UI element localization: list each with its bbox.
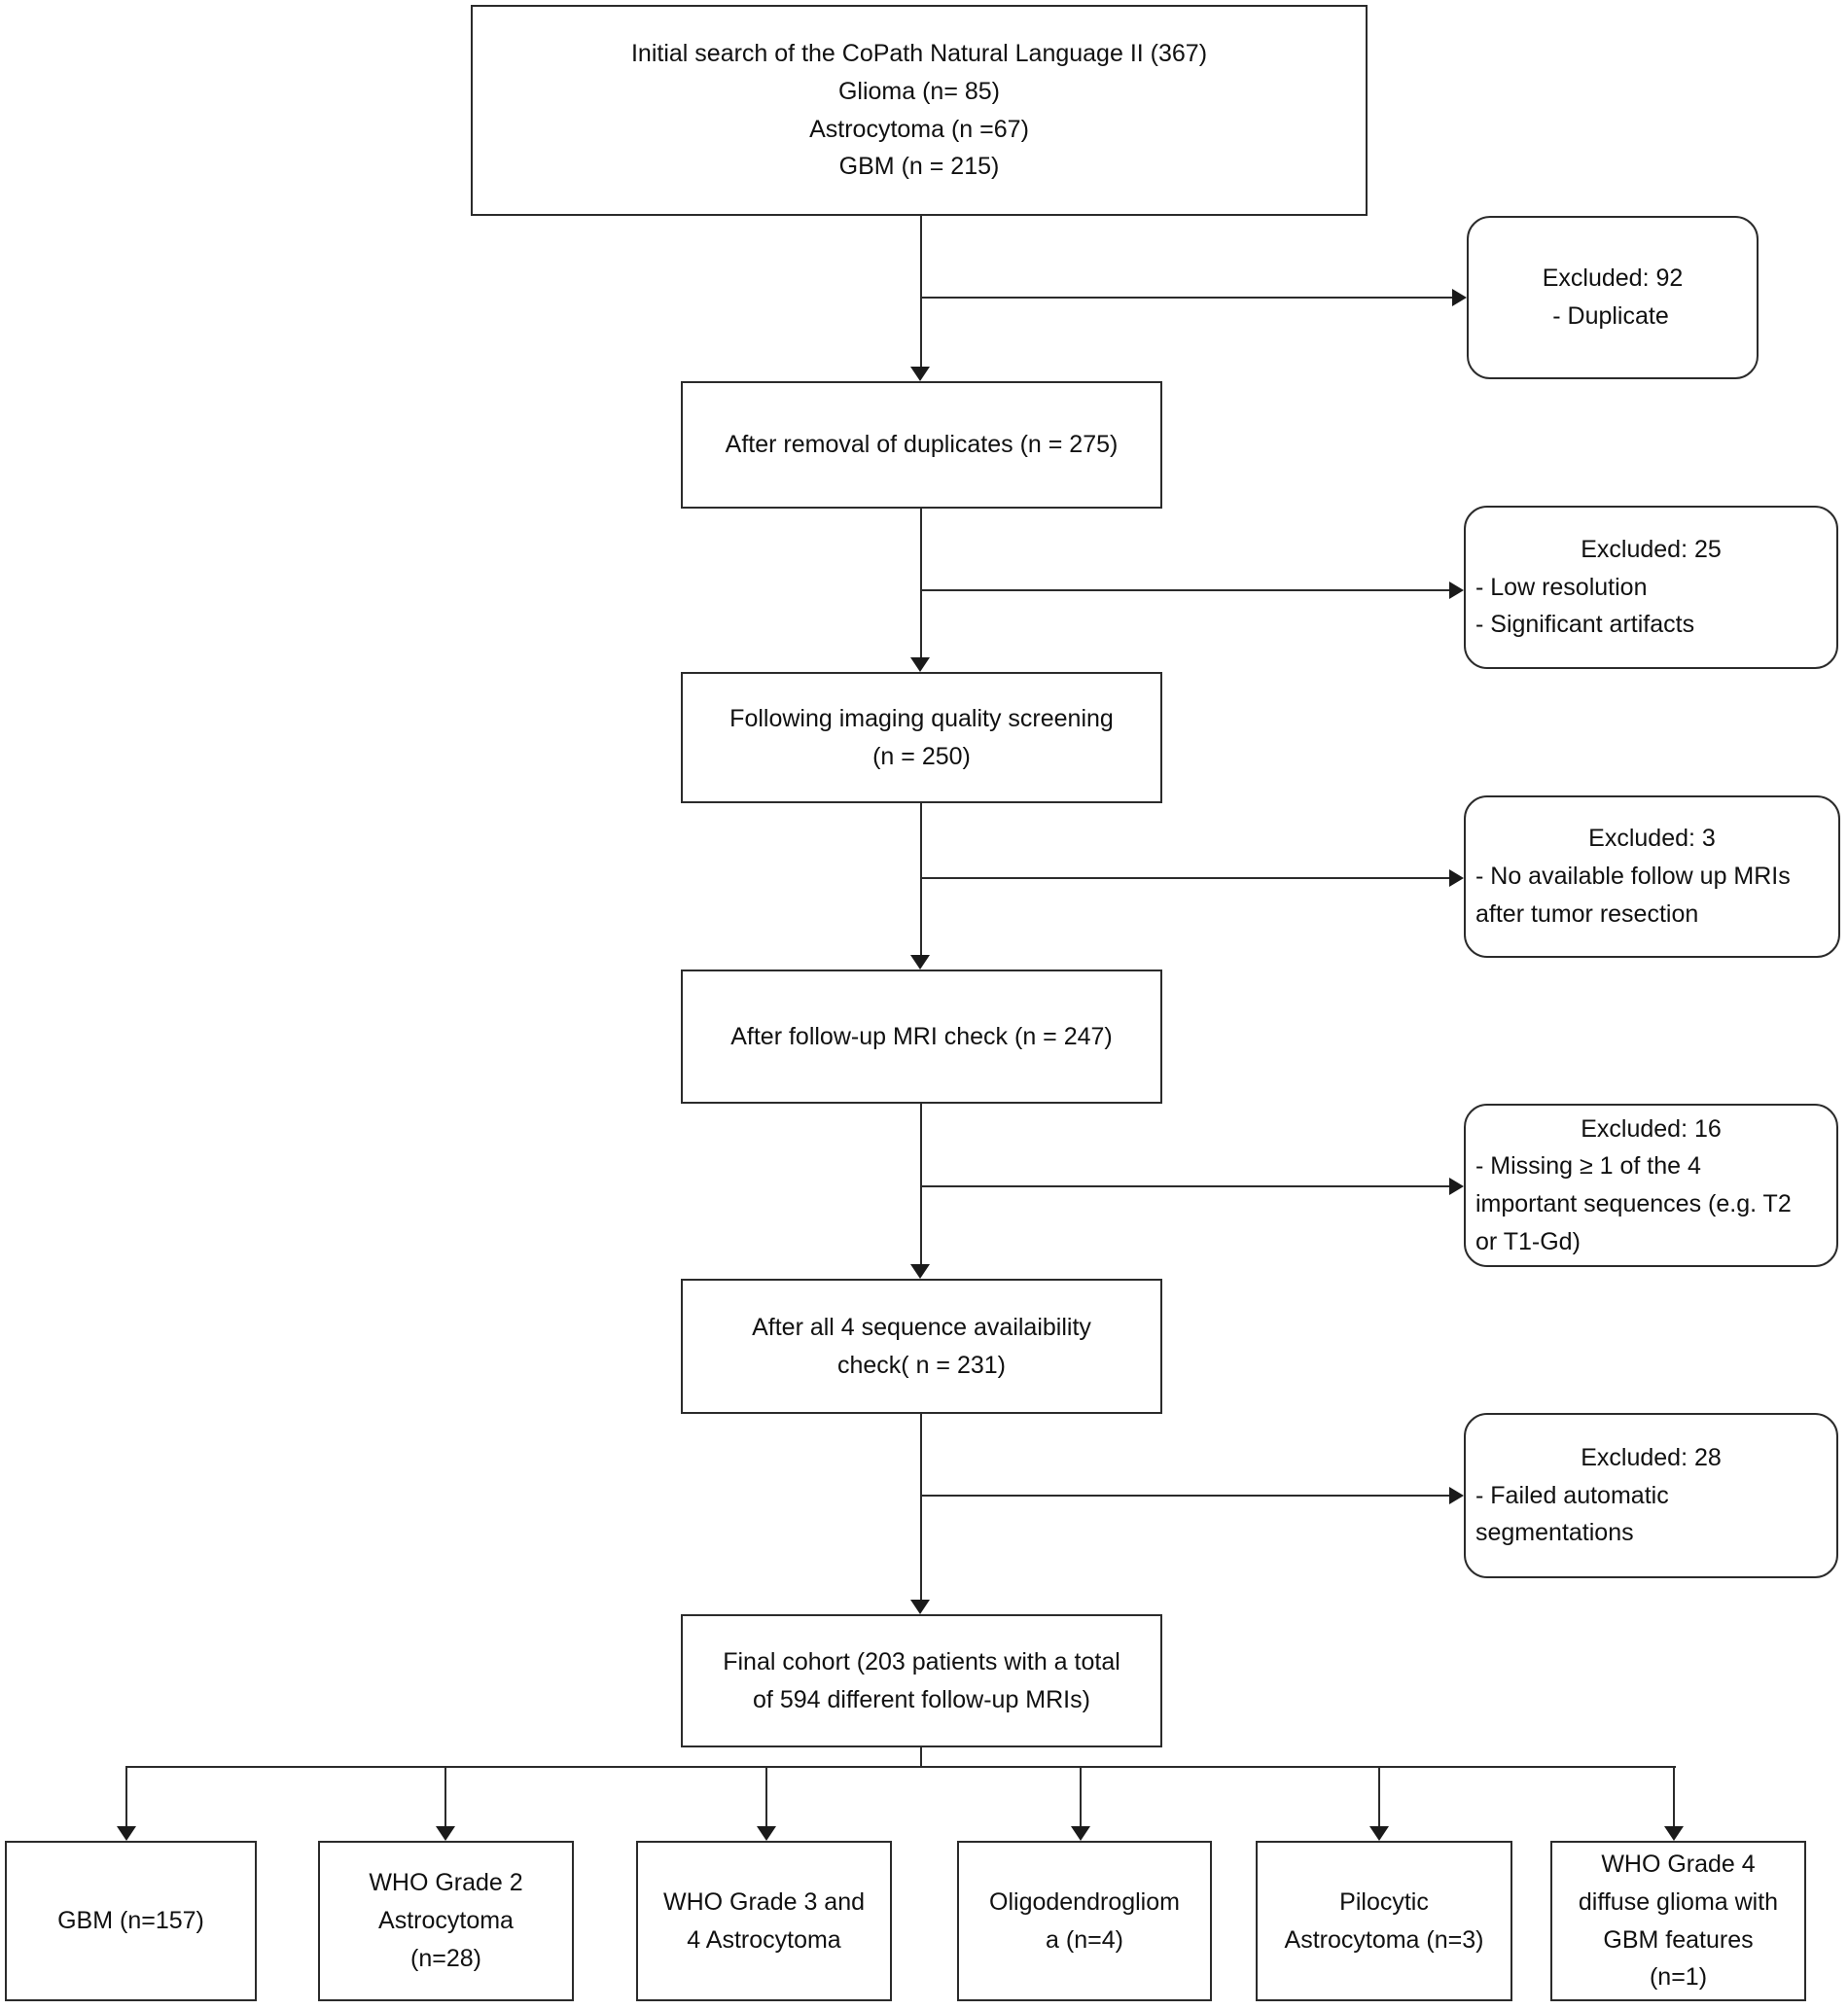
spine-segment-3 <box>920 803 922 956</box>
node-final-cohort: Final cohort (203 patients with a total … <box>681 1614 1162 1747</box>
node-quality-screening-text: Following imaging quality screening (n =… <box>729 704 1114 770</box>
arrow-down-icon-10 <box>1369 1826 1389 1841</box>
exclusion-duplicates-title: Excluded: 92 <box>1542 264 1684 293</box>
branch-line-5 <box>920 1495 1449 1497</box>
arrow-down-icon-9 <box>1071 1826 1090 1841</box>
arrow-right-icon-5 <box>1449 1487 1464 1504</box>
exclusion-missing-sequences-title: Excluded: 16 <box>1581 1114 1722 1143</box>
branch-line-3 <box>920 877 1449 879</box>
drop-line-1 <box>125 1767 127 1826</box>
exclusion-no-followup: Excluded: 3 - No available follow up MRI… <box>1464 795 1840 958</box>
exclusion-duplicates: Excluded: 92 - Duplicate <box>1467 216 1759 379</box>
arrow-down-icon-8 <box>757 1826 776 1841</box>
arrow-down-icon-1 <box>910 367 930 381</box>
node-initial-search-text: Initial search of the CoPath Natural Lan… <box>630 40 1208 181</box>
outcome-who-grade2-astrocytoma-text: WHO Grade 2 Astrocytoma (n=28) <box>369 1869 523 1972</box>
outcome-who-grade4-diffuse-glioma-text: WHO Grade 4 diffuse glioma with GBM feat… <box>1578 1851 1779 1992</box>
arrow-down-icon-6 <box>117 1826 136 1841</box>
arrow-right-icon-4 <box>1449 1178 1464 1195</box>
drop-line-3 <box>765 1767 767 1826</box>
outcome-who-grade2-astrocytoma: WHO Grade 2 Astrocytoma (n=28) <box>318 1841 574 2001</box>
spine-segment-2 <box>920 509 922 658</box>
arrow-right-icon-3 <box>1449 869 1464 887</box>
spine-segment-6 <box>920 1747 922 1768</box>
outcome-pilocytic-astrocytoma-text: Pilocytic Astrocytoma (n=3) <box>1284 1887 1484 1954</box>
arrow-down-icon-5 <box>910 1600 930 1614</box>
branch-line-1 <box>920 297 1452 299</box>
outcome-pilocytic-astrocytoma: Pilocytic Astrocytoma (n=3) <box>1256 1841 1512 2001</box>
drop-line-6 <box>1673 1767 1675 1826</box>
node-final-cohort-text: Final cohort (203 patients with a total … <box>723 1647 1120 1713</box>
node-sequence-check: After all 4 sequence availaibility check… <box>681 1279 1162 1414</box>
node-after-duplicates-text: After removal of duplicates (n = 275) <box>725 431 1119 459</box>
exclusion-quality: Excluded: 25 - Low resolution - Signific… <box>1464 506 1838 669</box>
outcome-oligodendroglioma: Oligodendrogliom a (n=4) <box>957 1841 1212 2001</box>
drop-line-2 <box>444 1767 446 1826</box>
outcome-who-grade3-4-astrocytoma: WHO Grade 3 and 4 Astrocytoma <box>636 1841 892 2001</box>
arrow-right-icon-1 <box>1452 289 1467 306</box>
node-initial-search: Initial search of the CoPath Natural Lan… <box>471 5 1368 216</box>
outcome-gbm-text: GBM (n=157) <box>57 1907 204 1935</box>
drop-line-5 <box>1378 1767 1380 1826</box>
spine-segment-4 <box>920 1104 922 1265</box>
drop-line-4 <box>1080 1767 1082 1826</box>
arrow-right-icon-2 <box>1449 582 1464 599</box>
spine-segment-5 <box>920 1414 922 1601</box>
exclusion-failed-segmentation-details: - Failed automatic segmentations <box>1475 1481 1669 1547</box>
node-quality-screening: Following imaging quality screening (n =… <box>681 672 1162 803</box>
exclusion-quality-details: - Low resolution - Significant artifacts <box>1475 573 1695 639</box>
arrow-down-icon-2 <box>910 657 930 672</box>
arrow-down-icon-7 <box>436 1826 455 1841</box>
exclusion-duplicates-details: - Duplicate <box>1552 302 1669 330</box>
exclusion-quality-title: Excluded: 25 <box>1581 535 1722 563</box>
exclusion-no-followup-title: Excluded: 3 <box>1588 825 1716 853</box>
branch-line-4 <box>920 1185 1449 1187</box>
node-followup-mri-check: After follow-up MRI check (n = 247) <box>681 970 1162 1104</box>
node-followup-mri-check-text: After follow-up MRI check (n = 247) <box>730 1022 1113 1050</box>
exclusion-no-followup-details: - No available follow up MRIs after tumo… <box>1475 863 1791 928</box>
arrow-down-icon-3 <box>910 955 930 970</box>
outcome-gbm: GBM (n=157) <box>5 1841 257 2001</box>
node-after-duplicates: After removal of duplicates (n = 275) <box>681 381 1162 509</box>
outcome-oligodendroglioma-text: Oligodendrogliom a (n=4) <box>989 1887 1180 1954</box>
outcome-who-grade4-diffuse-glioma: WHO Grade 4 diffuse glioma with GBM feat… <box>1550 1841 1806 2001</box>
bottom-rail <box>125 1766 1676 1768</box>
exclusion-missing-sequences: Excluded: 16 - Missing ≥ 1 of the 4 impo… <box>1464 1104 1838 1267</box>
arrow-down-icon-11 <box>1664 1826 1684 1841</box>
branch-line-2 <box>920 589 1449 591</box>
spine-segment-1 <box>920 216 922 368</box>
node-sequence-check-text: After all 4 sequence availaibility check… <box>752 1313 1091 1379</box>
exclusion-missing-sequences-details: - Missing ≥ 1 of the 4 important sequenc… <box>1475 1152 1792 1255</box>
exclusion-failed-segmentation-title: Excluded: 28 <box>1581 1443 1722 1471</box>
arrow-down-icon-4 <box>910 1264 930 1279</box>
exclusion-failed-segmentation: Excluded: 28 - Failed automatic segmenta… <box>1464 1413 1838 1578</box>
outcome-who-grade3-4-astrocytoma-text: WHO Grade 3 and 4 Astrocytoma <box>662 1887 866 1954</box>
